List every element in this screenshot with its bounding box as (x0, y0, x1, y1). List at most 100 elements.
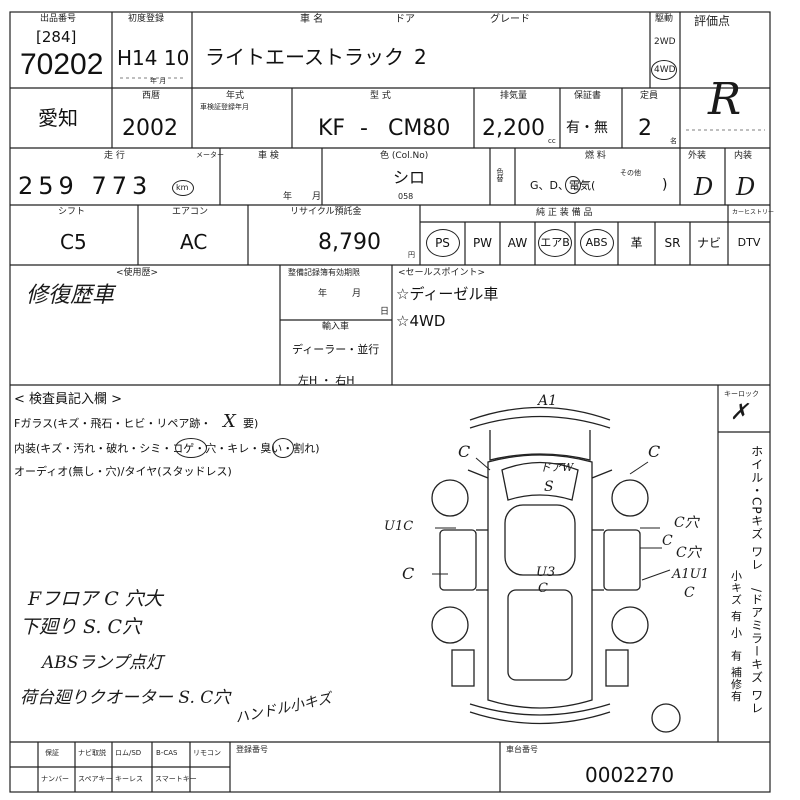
footer-label-keyless: キーレス (115, 775, 143, 783)
type-prefix: KF (318, 116, 346, 141)
service-month: 月 (352, 289, 362, 299)
car-name-label: 車 名 (300, 14, 324, 25)
footer-label-smart-key: スマートキー (155, 775, 197, 783)
exterior-value: D (694, 173, 714, 201)
inspection-label: 車 検 (258, 151, 279, 161)
history-label: <使用歴> (116, 268, 159, 278)
first-reg-label: 初度登録 (128, 14, 165, 24)
exterior-label: 外装 (688, 151, 707, 161)
inspector-title: < 検査員記入欄 > (14, 392, 123, 407)
inspector-note-4: 荷台廻りクオーター S. C穴 (20, 688, 231, 708)
diagram-mark-a1-front: A1 (538, 393, 558, 409)
fuel-options: G、D、電気( (530, 179, 596, 192)
equipment-item: DTV (737, 236, 761, 249)
recycle-label: リサイクル預託金 (290, 207, 362, 217)
mileage-unit: km (176, 183, 189, 192)
import-dealer: ディーラー・並行 (292, 343, 380, 356)
inspector-note-3: ABSランプ点灯 (42, 653, 163, 673)
insurance-label: 保証書 (574, 91, 602, 101)
year-label: 西暦 (142, 91, 161, 101)
equipment-item: SR (664, 236, 681, 250)
equipment-item: エアB (540, 236, 570, 249)
region: 愛知 (38, 106, 78, 130)
footer-label-spare-key: スペアキー (78, 775, 113, 783)
diagram-mark-c-left-door: C (402, 564, 415, 583)
color-label: 色 (Col.No) (380, 151, 429, 161)
inspector-line1-tail: 要) (243, 417, 259, 430)
side-vertical-1: ホイル・CPキズ ワレ (749, 445, 764, 572)
inspector-line3: オーディオ(無し・穴)/タイヤ(スタッドレス) (14, 465, 232, 478)
first-reg: H14 10 (117, 46, 190, 70)
chassis-label: 車台番号 (506, 745, 538, 754)
sales-point-1: ☆ディーゼル車 (396, 285, 499, 303)
year-value: 2002 (122, 116, 178, 141)
inspector-line1: Fガラス(キズ・飛石・ヒビ・リペア跡・ (14, 417, 212, 430)
doors-label: ドア (395, 14, 415, 25)
equipment-item: 革 (630, 236, 643, 250)
side-vertical-2: /ドアミラーキズ ワレ (749, 588, 764, 715)
seats-value: 2 (638, 116, 652, 141)
diagram-mark-c-center: C (538, 581, 548, 596)
ac-value: AC (180, 230, 208, 254)
type-dash: - (360, 116, 368, 141)
insurance-value: 有・無 (566, 120, 608, 136)
diagram-mark-a1u1: A1U1 (672, 567, 709, 582)
key-lock-label: キーロック (724, 390, 759, 398)
interior-label: 内装 (734, 151, 753, 161)
equipment-circle (579, 229, 614, 257)
import-label: 輸入車 (322, 322, 350, 332)
displacement-value: 2,200 (482, 116, 545, 141)
inspector-note-2: 下廻り S. C穴 (20, 616, 141, 638)
service-label: 整備記録簿有効期限 (288, 268, 360, 277)
fuel-close: ) (662, 177, 668, 193)
diagram-mark-c-right-door: C (662, 533, 673, 549)
interior-koge-circle (175, 438, 207, 458)
car-name: ライトエーストラック (205, 45, 404, 69)
key-lock-mark: ✗ (730, 400, 749, 425)
score-label: 評価点 (694, 14, 731, 28)
footer-other-label: 登録番号 (236, 745, 268, 754)
displacement-unit: cc (548, 137, 556, 145)
diagram-mark-c-right-mirror: C (648, 442, 661, 461)
side-vertical-4: 有 補修有 (729, 650, 743, 703)
model-year-label: 年式 (226, 91, 245, 101)
inspector-note-1: Fフロア C 穴大 (28, 588, 163, 610)
fuel-label: 燃 料 (585, 151, 606, 161)
doors-value: 2 (414, 45, 427, 69)
equipment-circle (538, 229, 572, 257)
sales-label: <セールスポイント> (398, 268, 486, 278)
drive-4wd-circle (651, 60, 677, 80)
drive-label: 駆動 (655, 14, 674, 24)
sales-point-2: ☆4WD (396, 312, 446, 330)
recycle-value: 8,790 (318, 230, 381, 255)
diagram-mark-c-hole-right-2: C穴 (676, 545, 701, 561)
inspection-year: 年 (283, 192, 293, 202)
recycle-unit: 円 (408, 251, 415, 259)
interior-value: D (736, 173, 756, 201)
equipment-label: 純 正 装 備 品 (536, 208, 593, 218)
drive-2wd: 2WD (654, 37, 676, 47)
ac-label: エアコン (172, 207, 209, 217)
type-code: CM80 (388, 116, 451, 141)
score-value: R (708, 74, 742, 125)
footer-label-nav-manual: ナビ取説 (78, 749, 106, 757)
type-label: 型 式 (370, 91, 391, 101)
lot-number: 70202 (20, 48, 104, 81)
lot-bracket: [284] (36, 28, 77, 46)
equipment-item: PS (435, 236, 450, 250)
history-value: 修復歴車 (26, 283, 115, 308)
inspection-month: 月 (312, 192, 322, 202)
color-code: 058 (398, 192, 414, 201)
meter-label: メーター (196, 151, 224, 159)
shift-label: シフト (58, 207, 86, 217)
diagram-mark-c-hole-right-1: C穴 (674, 515, 699, 531)
lot-number-label: 出品番号 (40, 14, 77, 24)
equipment-item: ABS (585, 236, 608, 249)
shift-value: C5 (60, 230, 87, 254)
chassis-number: 0002270 (585, 763, 675, 787)
diagram-mark-s: S (544, 479, 554, 495)
side-vertical-3: 小キズ 有 小 (729, 570, 743, 639)
inspector-line1-mark: X (223, 411, 236, 432)
color-change-label: 色替 (496, 168, 504, 182)
drive-4wd: 4WD (654, 65, 676, 75)
